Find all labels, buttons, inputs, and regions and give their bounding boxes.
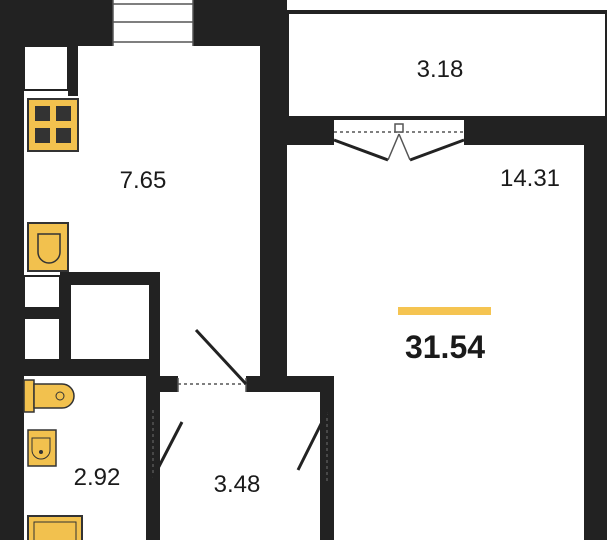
wall-hall-living: [320, 376, 334, 540]
wall-kitchen-stub: [68, 46, 78, 96]
kitchen-area-label: 7.65: [120, 167, 167, 194]
balcony-door: [330, 118, 468, 162]
total-area-accent-bar: [398, 307, 491, 315]
sink-drain: [39, 450, 43, 454]
wall-living-top-left: [260, 118, 332, 145]
toilet-tank: [23, 379, 35, 413]
balcony-outline: [285, 10, 607, 120]
stove-burner: [35, 106, 50, 121]
toilet-seat: [55, 391, 65, 401]
balcony: [285, 10, 607, 120]
sink-bowl: [31, 437, 51, 460]
kitchen-sink-icon: [27, 222, 69, 272]
total-area-label: 31.54: [405, 329, 485, 365]
wall-kitchen-living: [260, 0, 287, 384]
wall-bath-top: [24, 360, 160, 376]
stove-icon: [27, 98, 79, 152]
door-leaf-left: [333, 138, 389, 162]
door-leaf: [151, 421, 184, 479]
toilet-bowl: [33, 383, 75, 409]
stove-burner: [56, 128, 71, 143]
kitchen-window: [112, 0, 194, 46]
closet-interior: [69, 283, 151, 361]
door-handle: [394, 123, 404, 133]
niche-upper: [23, 275, 61, 309]
living-door: [296, 411, 329, 482]
wall-hall-top: [246, 376, 334, 392]
living-room-area-label: 14.31: [500, 165, 560, 192]
wall-right-outer: [584, 118, 607, 540]
wall-left-outer: [0, 0, 24, 540]
hallway-area-label: 3.48: [214, 471, 261, 498]
wall-closet-right: [150, 272, 160, 372]
wall-living-top-right: [466, 118, 607, 145]
door-leaf-mid: [398, 133, 411, 161]
bathtub-icon: [27, 515, 83, 540]
wall-closet-top: [60, 272, 160, 284]
wall-closet-left: [60, 272, 70, 372]
door-leaf-right: [409, 138, 465, 162]
door-leaf: [296, 411, 329, 471]
hall-door: [177, 328, 248, 392]
bathroom-sink-icon: [27, 429, 57, 467]
balcony-area-label: 3.18: [417, 56, 464, 83]
door-leaf: [194, 328, 248, 386]
bathroom-door: [151, 410, 184, 479]
niches: [23, 45, 151, 361]
bathroom-area-label: 2.92: [74, 464, 121, 491]
stove-burner: [56, 106, 71, 121]
wall-niche-1: [24, 308, 64, 318]
bathtub-inner: [33, 521, 77, 540]
stove-burner: [35, 128, 50, 143]
wall-top-left: [0, 0, 113, 46]
window-frame: [113, 0, 193, 46]
sink-bowl: [37, 233, 61, 264]
kitchen-niche: [23, 45, 69, 91]
niche-lower: [23, 317, 61, 361]
toilet-icon: [23, 379, 75, 413]
door-leaf-mid: [387, 133, 400, 161]
